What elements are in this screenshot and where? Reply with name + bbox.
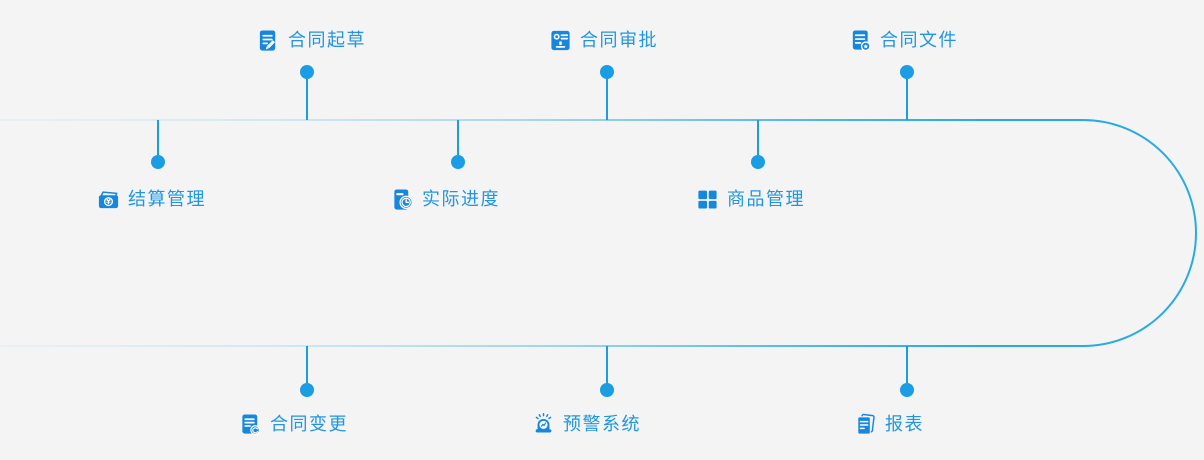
feature-label: 合同起草 [288, 30, 366, 50]
svg-text:¥: ¥ [106, 197, 111, 205]
node-dot [900, 65, 914, 79]
node-dot [600, 383, 614, 397]
node-dot [600, 65, 614, 79]
feature-label: 实际进度 [422, 189, 500, 209]
feature-label: 结算管理 [128, 189, 206, 209]
feature-label: 预警系统 [563, 414, 641, 434]
node-dot [300, 65, 314, 79]
contract-draft-icon [257, 29, 280, 52]
node-dots [151, 65, 914, 397]
feature-item-report: 报表 [854, 412, 924, 436]
contract-file-icon [849, 29, 872, 52]
contract-approval-icon [549, 29, 572, 52]
feature-label: 商品管理 [727, 189, 805, 209]
feature-item-contract-file: 合同文件 [849, 28, 958, 52]
feature-item-contract-change: 合同变更 [239, 412, 348, 436]
contract-change-icon [239, 413, 262, 436]
alert-siren-icon [532, 412, 555, 436]
node-connectors [157, 72, 908, 390]
node-dot [300, 383, 314, 397]
progress-clock-icon [391, 188, 414, 211]
feature-label: 合同审批 [580, 30, 658, 50]
node-dot [151, 155, 165, 169]
report-icon [854, 413, 877, 436]
feature-item-settlement: ¥ 结算管理 [97, 187, 206, 211]
node-dot [451, 155, 465, 169]
feature-item-progress: 实际进度 [391, 187, 500, 211]
feature-label: 合同文件 [880, 30, 958, 50]
feature-item-contract-approval: 合同审批 [549, 28, 658, 52]
feature-item-product: 商品管理 [696, 187, 805, 211]
feature-item-alert-system: 预警系统 [532, 412, 641, 436]
product-grid-icon [696, 188, 719, 211]
feature-label: 报表 [885, 414, 924, 434]
feature-label: 合同变更 [270, 414, 348, 434]
node-dot [751, 155, 765, 169]
feature-item-contract-draft: 合同起草 [257, 28, 366, 52]
node-dot [900, 383, 914, 397]
capsule-loop-path [0, 119, 1197, 347]
settlement-wallet-icon: ¥ [97, 188, 120, 211]
